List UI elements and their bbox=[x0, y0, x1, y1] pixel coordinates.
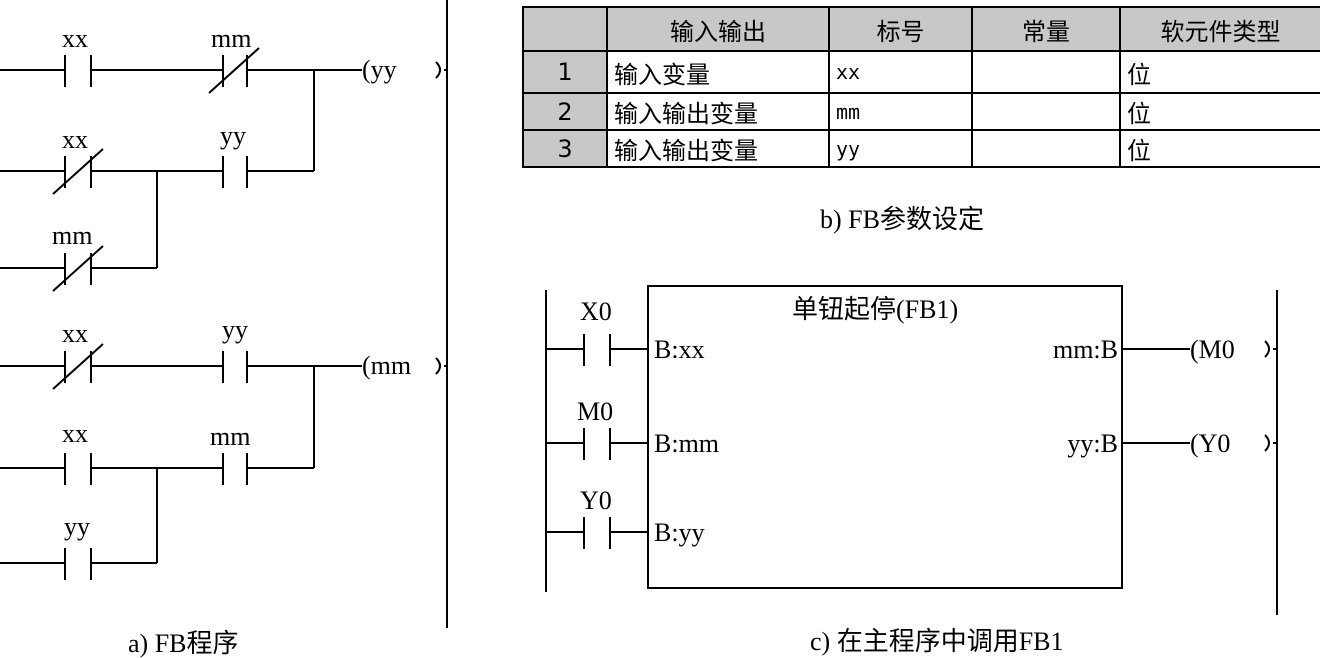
input-contact-label: M0 bbox=[577, 397, 613, 426]
row-index: 3 bbox=[522, 129, 608, 168]
row-type: 位 bbox=[1119, 92, 1320, 131]
output-coil-label: (Y0 bbox=[1190, 429, 1230, 458]
table-header: 标号 bbox=[828, 6, 973, 52]
coil-label: (mm bbox=[362, 351, 411, 380]
row-kind: 输入输出变量 bbox=[606, 92, 830, 131]
contact-label: mm bbox=[210, 422, 250, 451]
table-row: 1 输入变量 xx 位 bbox=[522, 50, 1320, 94]
table-row: 3 输入输出变量 yy 位 bbox=[522, 129, 1320, 168]
row-const bbox=[971, 50, 1121, 94]
row-type: 位 bbox=[1119, 50, 1320, 94]
table-header: 软元件类型 bbox=[1119, 6, 1320, 52]
table-row: 2 输入输出变量 mm 位 bbox=[522, 92, 1320, 131]
contact-label: xx bbox=[62, 419, 88, 448]
contact-label: yy bbox=[222, 315, 248, 344]
contact-label: yy bbox=[64, 512, 90, 541]
table-header: 输入输出 bbox=[606, 6, 830, 52]
fb1-block bbox=[647, 285, 1123, 589]
caption-b: b) FB参数设定 bbox=[820, 205, 984, 234]
row-index: 1 bbox=[522, 50, 608, 94]
input-contact-label: Y0 bbox=[580, 486, 612, 515]
row-const bbox=[971, 129, 1121, 168]
contact-label: xx bbox=[62, 24, 88, 53]
coil-label: (yy bbox=[362, 55, 397, 84]
row-index: 2 bbox=[522, 92, 608, 131]
contact-label: yy bbox=[220, 121, 246, 150]
contact-label: xx bbox=[62, 319, 88, 348]
fb-title: 单钮起停(FB1) bbox=[792, 295, 958, 324]
table-header-row: 输入输出 标号 常量 软元件类型 bbox=[522, 6, 1320, 52]
output-coil-label: (M0 bbox=[1190, 335, 1235, 364]
row-label: xx bbox=[828, 50, 973, 94]
row-label: yy bbox=[828, 129, 973, 168]
table-header: 常量 bbox=[971, 6, 1121, 52]
row-kind: 输入变量 bbox=[606, 50, 830, 94]
caption-a: a) FB程序 bbox=[128, 629, 239, 658]
input-contact-label: X0 bbox=[580, 297, 612, 326]
row-label: mm bbox=[828, 92, 973, 131]
input-pin-label: B:yy bbox=[654, 518, 705, 547]
row-type: 位 bbox=[1119, 129, 1320, 168]
row-const bbox=[971, 92, 1121, 131]
output-pin-label: mm:B bbox=[1053, 335, 1118, 364]
contact-label: mm bbox=[211, 24, 251, 53]
output-pin-label: yy:B bbox=[1067, 429, 1118, 458]
contact-label: xx bbox=[62, 125, 88, 154]
input-pin-label: B:mm bbox=[654, 429, 719, 458]
contact-label: mm bbox=[52, 221, 92, 250]
row-kind: 输入输出变量 bbox=[606, 129, 830, 168]
input-pin-label: B:xx bbox=[654, 335, 705, 364]
caption-c: c) 在主程序中调用FB1 bbox=[810, 627, 1064, 656]
fb-parameter-table: 输入输出 标号 常量 软元件类型 1 输入变量 xx 位 2 输入输出变量 mm… bbox=[522, 6, 1320, 168]
table-header bbox=[522, 6, 608, 52]
